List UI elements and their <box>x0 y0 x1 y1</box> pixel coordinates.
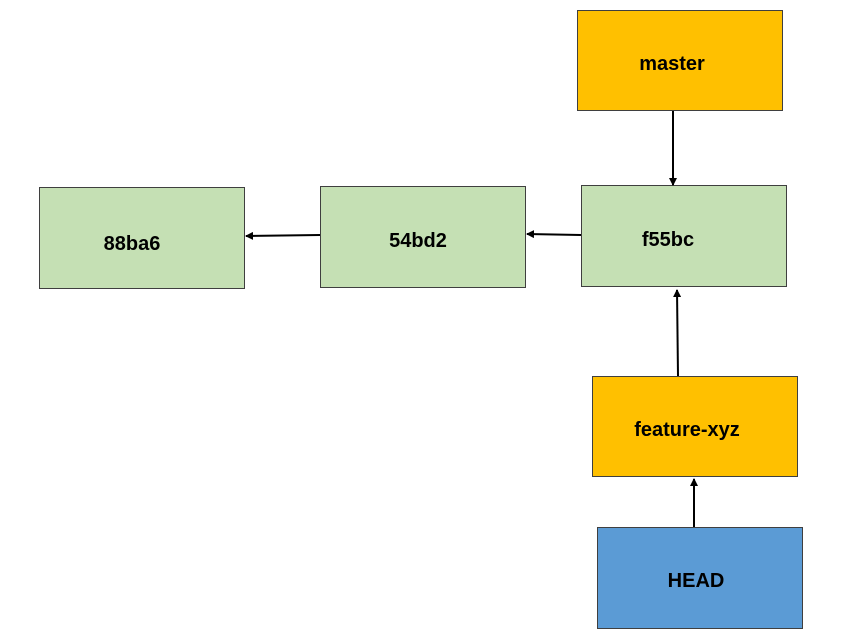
head-pointer: HEAD <box>597 527 803 629</box>
commit-label: 88ba6 <box>103 232 161 255</box>
commit-label: 54bd2 <box>389 229 447 252</box>
branch-master: master <box>577 10 783 111</box>
commit-label: f55bc <box>641 228 695 251</box>
branch-feature-xyz: feature-xyz <box>592 376 798 477</box>
commit-node-54bd2: 54bd2 <box>320 186 526 288</box>
branch-label: master <box>639 53 705 75</box>
commit-node-88ba6: 88ba6 <box>39 187 245 289</box>
arrow-54bd2-to-88ba6 <box>245 231 321 240</box>
commit-node-f55bc: f55bc <box>581 185 787 287</box>
branch-label: feature-xyz <box>634 419 740 441</box>
head-label: HEAD <box>667 569 725 592</box>
arrow-feature-to-f55bc <box>673 289 682 377</box>
arrow-f55bc-to-54bd2 <box>526 230 582 239</box>
